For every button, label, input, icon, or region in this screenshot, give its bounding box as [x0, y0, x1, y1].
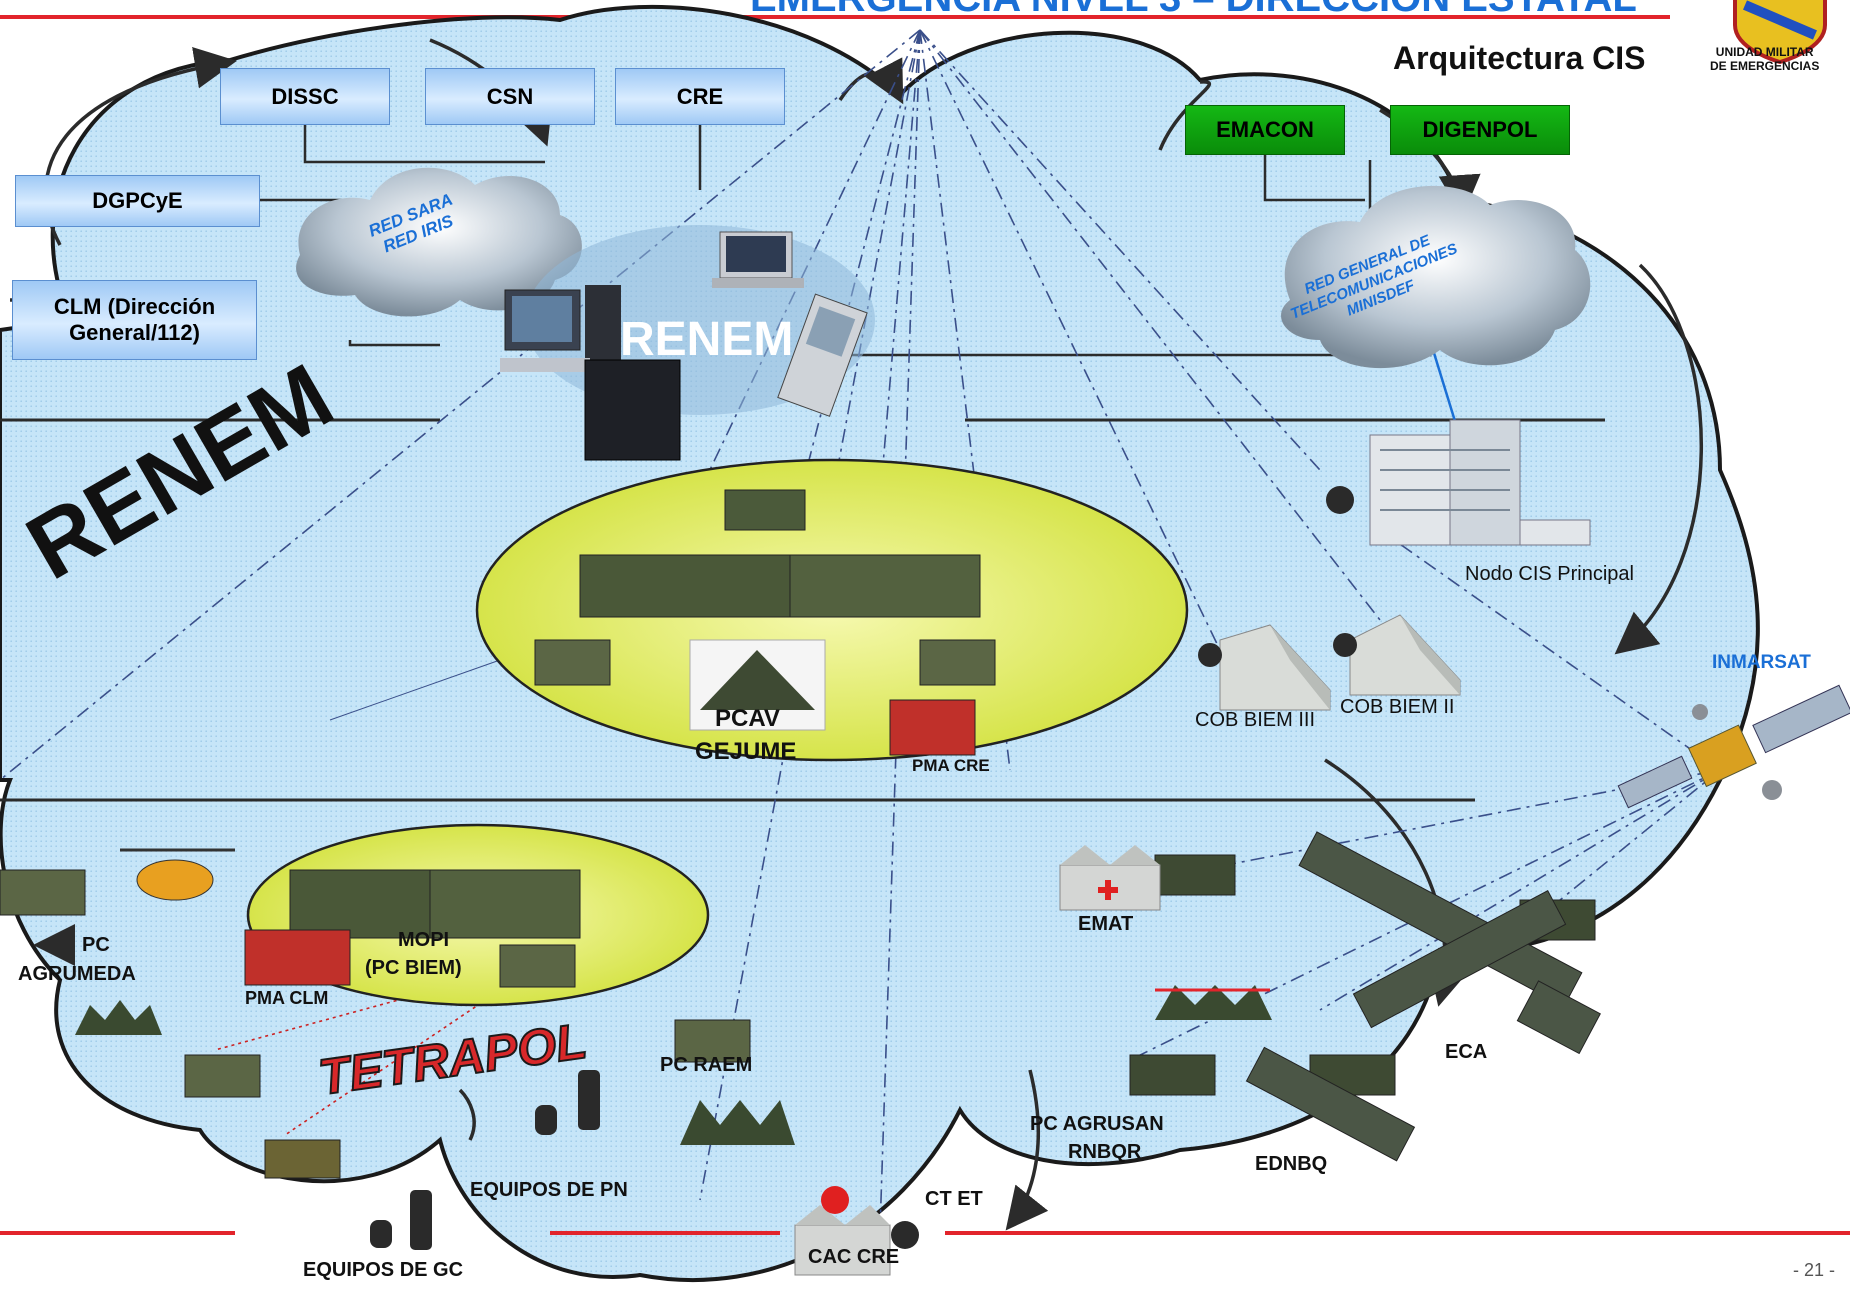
cac-cre-label: CAC CRE	[808, 1246, 900, 1268]
eca-structure	[1245, 831, 1601, 1162]
pma-clm-label: PMA CLM	[245, 988, 329, 1008]
cob-biem-3-label: COB BIEM III	[1195, 709, 1316, 731]
emat-label: EMAT	[1078, 913, 1134, 935]
diagram-subtitle: Arquitectura CIS	[1393, 40, 1646, 76]
box-emacon: EMACON	[1185, 105, 1345, 155]
unit-label: UNIDAD MILITAR DE EMERGENCIAS	[1710, 45, 1820, 74]
red-sara-cloud	[296, 167, 582, 317]
cob-building-2	[1349, 614, 1461, 696]
box-dissc: DISSC	[220, 68, 390, 125]
vehicle-group	[0, 489, 1596, 1179]
cac-cre-building	[794, 1186, 891, 1276]
box-cre: CRE	[615, 68, 785, 125]
renem-center-label: RENEM	[620, 313, 794, 366]
cob-building-3	[1219, 624, 1331, 711]
emat-building	[1059, 845, 1161, 911]
pc-agrusan-label: PC AGRUSAN	[1030, 1113, 1164, 1135]
ednbq-label: EDNBQ	[1255, 1153, 1328, 1175]
shelter-icons	[75, 985, 1272, 1145]
computer-cluster	[500, 225, 875, 461]
pc-biem-label: (PC BIEM)	[365, 957, 462, 979]
pc-raem-label: PC RAEM	[660, 1054, 753, 1076]
box-dgpcye: DGPCyE	[15, 175, 260, 227]
equipos-pn-label: EQUIPOS DE PN	[470, 1179, 628, 1201]
inmarsat-satellite-icon	[1617, 684, 1850, 809]
equipos-gc-label: EQUIPOS DE GC	[303, 1259, 464, 1281]
pma-cre-label: PMA CRE	[912, 756, 990, 775]
gejume-label: GEJUME	[695, 738, 797, 765]
ct-et-label: CT ET	[925, 1188, 983, 1210]
radio-handset-icons	[370, 1070, 600, 1250]
helicopter-icon	[120, 848, 235, 901]
page-title: EMERGENCIA NIVEL 3 – DIRECCIÓN ESTATAL	[750, 0, 1637, 21]
dish-icons	[891, 486, 1357, 1249]
agrumeda-label: AGRUMEDA	[18, 963, 136, 985]
cob-biem-2-label: COB BIEM II	[1340, 696, 1455, 718]
red-general-cloud	[1281, 185, 1591, 369]
box-digenpol: DIGENPOL	[1390, 105, 1570, 155]
pc-label: PC	[82, 934, 110, 956]
nodo-cis-label: Nodo CIS Principal	[1465, 563, 1634, 585]
box-clm-line-2: General/112)	[69, 320, 200, 345]
unit-line-2: DE EMERGENCIAS	[1710, 58, 1820, 73]
ume-emblem-icon	[1733, 0, 1827, 65]
nodo-building	[1369, 419, 1591, 546]
eca-label: ECA	[1445, 1041, 1488, 1063]
page-number: - 21 -	[1793, 1260, 1836, 1280]
unit-line-1: UNIDAD MILITAR	[1715, 45, 1814, 59]
box-clm: CLM (Dirección General/112)	[12, 280, 257, 360]
inmarsat-label: INMARSAT	[1712, 652, 1811, 673]
pcav-label: PCAV	[715, 705, 780, 732]
box-clm-line-1: CLM (Dirección	[53, 294, 216, 319]
rnbqr-label: RNBQR	[1068, 1141, 1142, 1163]
box-csn: CSN	[425, 68, 595, 125]
mopi-label: MOPI	[398, 929, 450, 951]
